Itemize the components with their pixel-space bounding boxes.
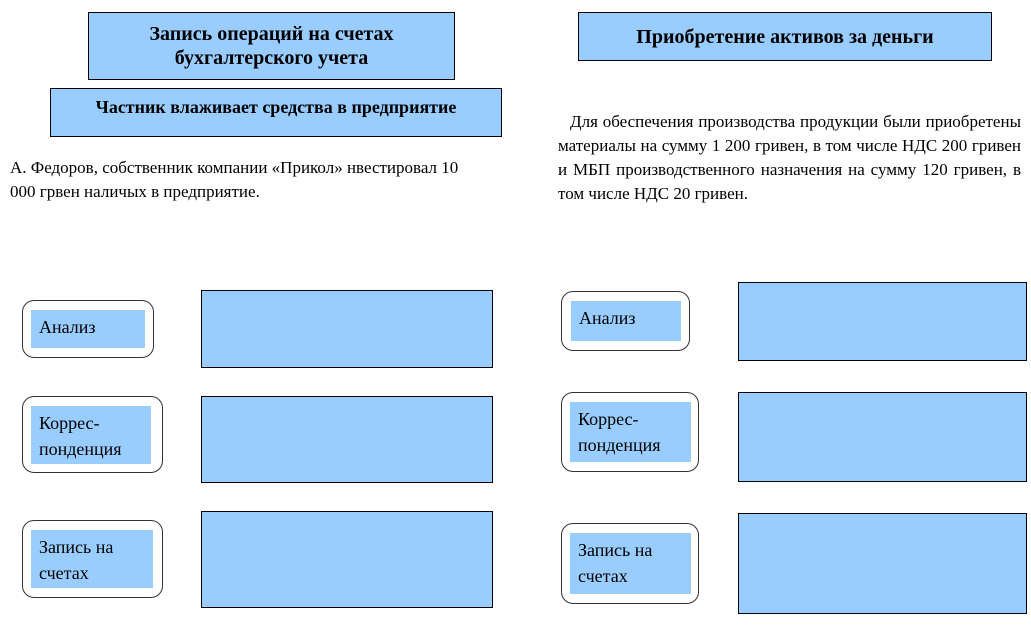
right-step-posting: Запись на счетах xyxy=(561,523,699,604)
right-answer-box-analysis xyxy=(738,282,1027,361)
step-label: Запись на счетах xyxy=(31,530,153,588)
left-subtitle: Частник влаживает средства в предприятие xyxy=(50,88,502,137)
step-label: Коррес-понденция xyxy=(570,402,691,462)
right-answer-box-posting xyxy=(738,513,1027,614)
step-label: Анализ xyxy=(31,310,145,348)
left-answer-box-analysis xyxy=(201,290,493,368)
step-label: Анализ xyxy=(571,301,681,341)
right-answer-box-correspondence xyxy=(738,392,1027,482)
step-label: Запись на счетах xyxy=(570,533,691,594)
left-step-posting: Запись на счетах xyxy=(22,520,163,598)
left-step-correspondence: Коррес-понденция xyxy=(22,396,163,473)
left-answer-box-correspondence xyxy=(201,396,493,483)
step-label: Коррес-понденция xyxy=(31,406,151,464)
left-step-analysis: Анализ xyxy=(22,300,154,358)
right-title: Приобретение активов за деньги xyxy=(578,12,992,61)
left-paragraph: А. Федоров, собственник компании «Прикол… xyxy=(10,158,459,201)
left-title: Запись операций на счетах бухгалтерского… xyxy=(88,12,455,80)
right-paragraph: Для обеспечения производства продукции б… xyxy=(558,112,1021,203)
right-step-correspondence: Коррес-понденция xyxy=(561,392,699,472)
left-answer-box-posting xyxy=(201,511,493,608)
right-step-analysis: Анализ xyxy=(561,291,690,351)
